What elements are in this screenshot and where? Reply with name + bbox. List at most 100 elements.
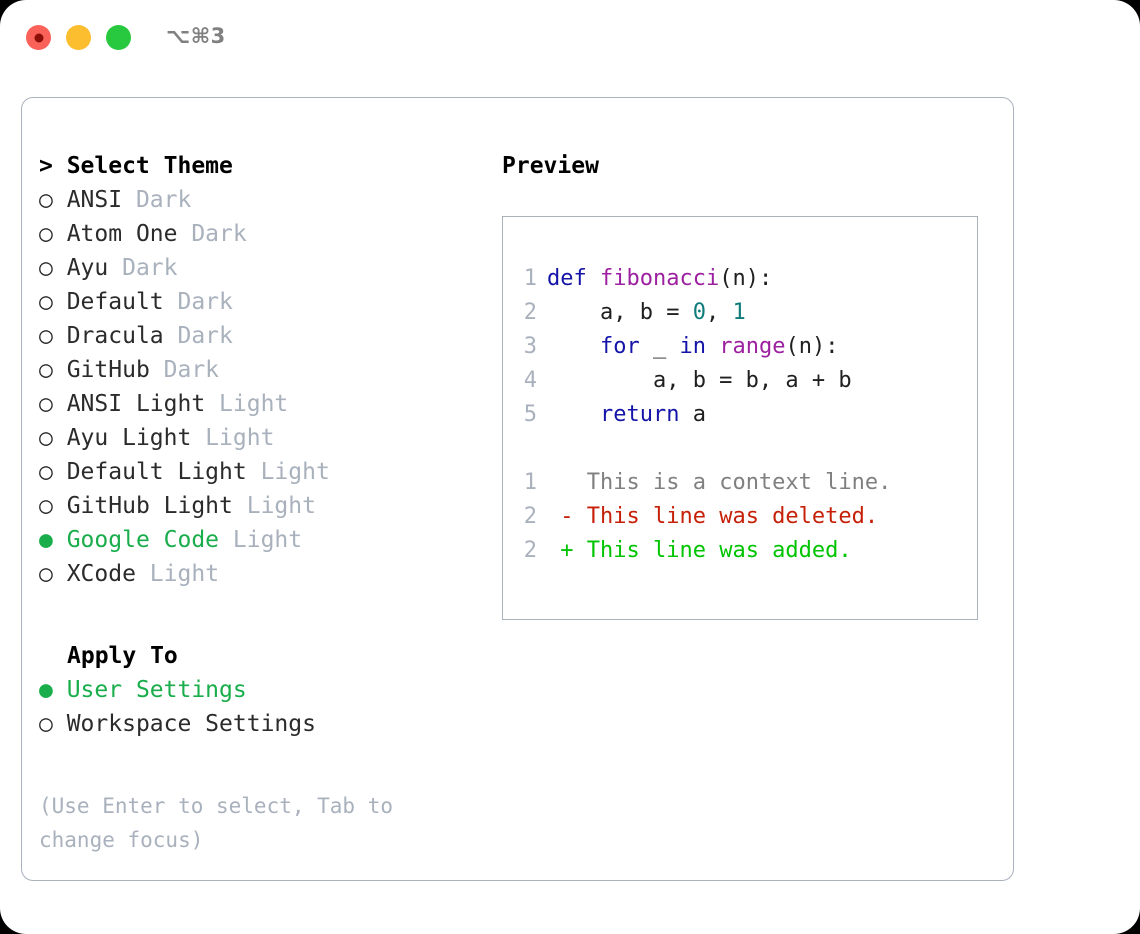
theme-option-category: Dark	[163, 289, 233, 315]
diff-line-add: 2 + This line was added.	[513, 534, 977, 568]
code-token: 0	[692, 300, 706, 325]
code-token: (n):	[719, 266, 773, 291]
radio-unselected-icon: ○	[39, 711, 53, 737]
radio-unselected-icon: ○	[39, 323, 53, 349]
radio-selected-icon: ●	[39, 527, 53, 553]
theme-picker-card: > Select Theme ○ ANSI Dark○ Atom One Dar…	[21, 97, 1014, 881]
theme-option-category: Light	[246, 459, 330, 485]
theme-option-label: ANSI	[52, 187, 123, 213]
code-token: 1	[732, 300, 746, 325]
theme-option-ayu[interactable]: ○ Ayu Dark	[39, 251, 492, 285]
keyboard-hint-text: (Use Enter to select, Tab to change focu…	[39, 794, 394, 852]
diff-marker: +	[547, 538, 587, 563]
apply-to-header: Apply To	[67, 643, 178, 669]
theme-option-xcode[interactable]: ○ XCode Light	[39, 557, 492, 591]
code-line: 5 return a	[513, 398, 977, 432]
code-token: return	[599, 402, 680, 427]
theme-option-default[interactable]: ○ Default Dark	[39, 285, 492, 319]
diff-text: This line was deleted.	[586, 504, 879, 529]
theme-option-category: Light	[205, 391, 289, 417]
theme-option-github[interactable]: ○ GitHub Dark	[39, 353, 492, 387]
theme-option-label: Ayu	[52, 255, 109, 281]
code-line: 4 a, b = b, a + b	[513, 364, 977, 398]
code-token: def	[547, 266, 600, 291]
apply-to-option-workspace-settings[interactable]: ○ Workspace Settings	[39, 707, 492, 741]
code-token: in	[679, 334, 706, 359]
radio-unselected-icon: ○	[39, 255, 53, 281]
diff-marker: -	[547, 504, 587, 529]
minimize-button[interactable]	[66, 25, 91, 50]
line-number: 2	[523, 504, 537, 529]
line-number: 1	[523, 470, 537, 495]
theme-list: ○ ANSI Dark○ Atom One Dark○ Ayu Dark○ De…	[39, 183, 492, 591]
line-number: 4	[523, 368, 537, 393]
hint-spacer	[39, 741, 492, 789]
line-number: 1	[523, 266, 537, 291]
code-diff-spacer	[513, 432, 977, 466]
theme-option-dracula[interactable]: ○ Dracula Dark	[39, 319, 492, 353]
code-token	[547, 402, 600, 427]
radio-unselected-icon: ○	[39, 187, 53, 213]
theme-option-ansi-light[interactable]: ○ ANSI Light Light	[39, 387, 492, 421]
radio-unselected-icon: ○	[39, 425, 53, 451]
code-token: (n):	[785, 334, 839, 359]
code-line: 3 for _ in range(n):	[513, 330, 977, 364]
line-number: 5	[523, 402, 537, 427]
radio-unselected-icon: ○	[39, 459, 53, 485]
theme-option-category: Dark	[177, 221, 247, 247]
apply-to-option-label: Workspace Settings	[52, 711, 316, 737]
apply-to-option-label: User Settings	[52, 677, 247, 703]
code-line: 2 a, b = 0, 1	[513, 296, 977, 330]
theme-option-ayu-light[interactable]: ○ Ayu Light Light	[39, 421, 492, 455]
theme-option-category: Dark	[163, 323, 233, 349]
code-token	[706, 334, 719, 359]
theme-option-ansi[interactable]: ○ ANSI Dark	[39, 183, 492, 217]
diff-line-del: 2 - This line was deleted.	[513, 500, 977, 534]
radio-unselected-icon: ○	[39, 493, 53, 519]
theme-option-label: Atom One	[52, 221, 178, 247]
apply-to-list: ● User Settings○ Workspace Settings	[39, 673, 492, 741]
apply-to-option-user-settings[interactable]: ● User Settings	[39, 673, 492, 707]
code-token: a, b = b, a + b	[547, 368, 852, 393]
radio-unselected-icon: ○	[39, 289, 53, 315]
line-number: 3	[523, 334, 537, 359]
close-button[interactable]	[26, 25, 51, 50]
theme-option-label: ANSI Light	[52, 391, 206, 417]
theme-option-label: Default Light	[52, 459, 247, 485]
diff-sample: 1 This is a context line.2 - This line w…	[513, 466, 977, 568]
window-shortcut-label: ⌥⌘3	[166, 24, 226, 48]
code-token: a	[679, 402, 706, 427]
radio-selected-icon: ●	[39, 677, 53, 703]
select-theme-header: > Select Theme	[39, 153, 233, 179]
radio-unselected-icon: ○	[39, 561, 53, 587]
code-token: a, b =	[547, 300, 693, 325]
theme-option-label: Ayu Light	[52, 425, 192, 451]
theme-option-google-code[interactable]: ● Google Code Light	[39, 523, 492, 557]
theme-option-github-light[interactable]: ○ GitHub Light Light	[39, 489, 492, 523]
theme-option-category: Dark	[122, 187, 192, 213]
theme-option-category: Dark	[149, 357, 220, 383]
maximize-button[interactable]	[106, 25, 131, 50]
diff-text: This line was added.	[586, 538, 852, 563]
theme-option-atom-one[interactable]: ○ Atom One Dark	[39, 217, 492, 251]
line-number: 2	[523, 538, 537, 563]
code-line: 1 def fibonacci(n):	[513, 262, 977, 296]
traffic-light-controls	[26, 25, 131, 50]
theme-option-category: Light	[135, 561, 220, 587]
theme-option-default-light[interactable]: ○ Default Light Light	[39, 455, 492, 489]
theme-option-label: Google Code	[52, 527, 220, 553]
preview-title: Preview	[502, 153, 599, 179]
radio-unselected-icon: ○	[39, 391, 53, 417]
code-token: fibonacci	[599, 266, 720, 291]
code-token: range	[719, 334, 786, 359]
theme-option-label: Dracula	[52, 323, 164, 349]
theme-option-label: GitHub Light	[52, 493, 233, 519]
theme-option-category: Light	[232, 493, 316, 519]
theme-option-category: Dark	[108, 255, 178, 281]
theme-option-label: Default	[52, 289, 164, 315]
theme-option-label: GitHub	[52, 357, 150, 383]
